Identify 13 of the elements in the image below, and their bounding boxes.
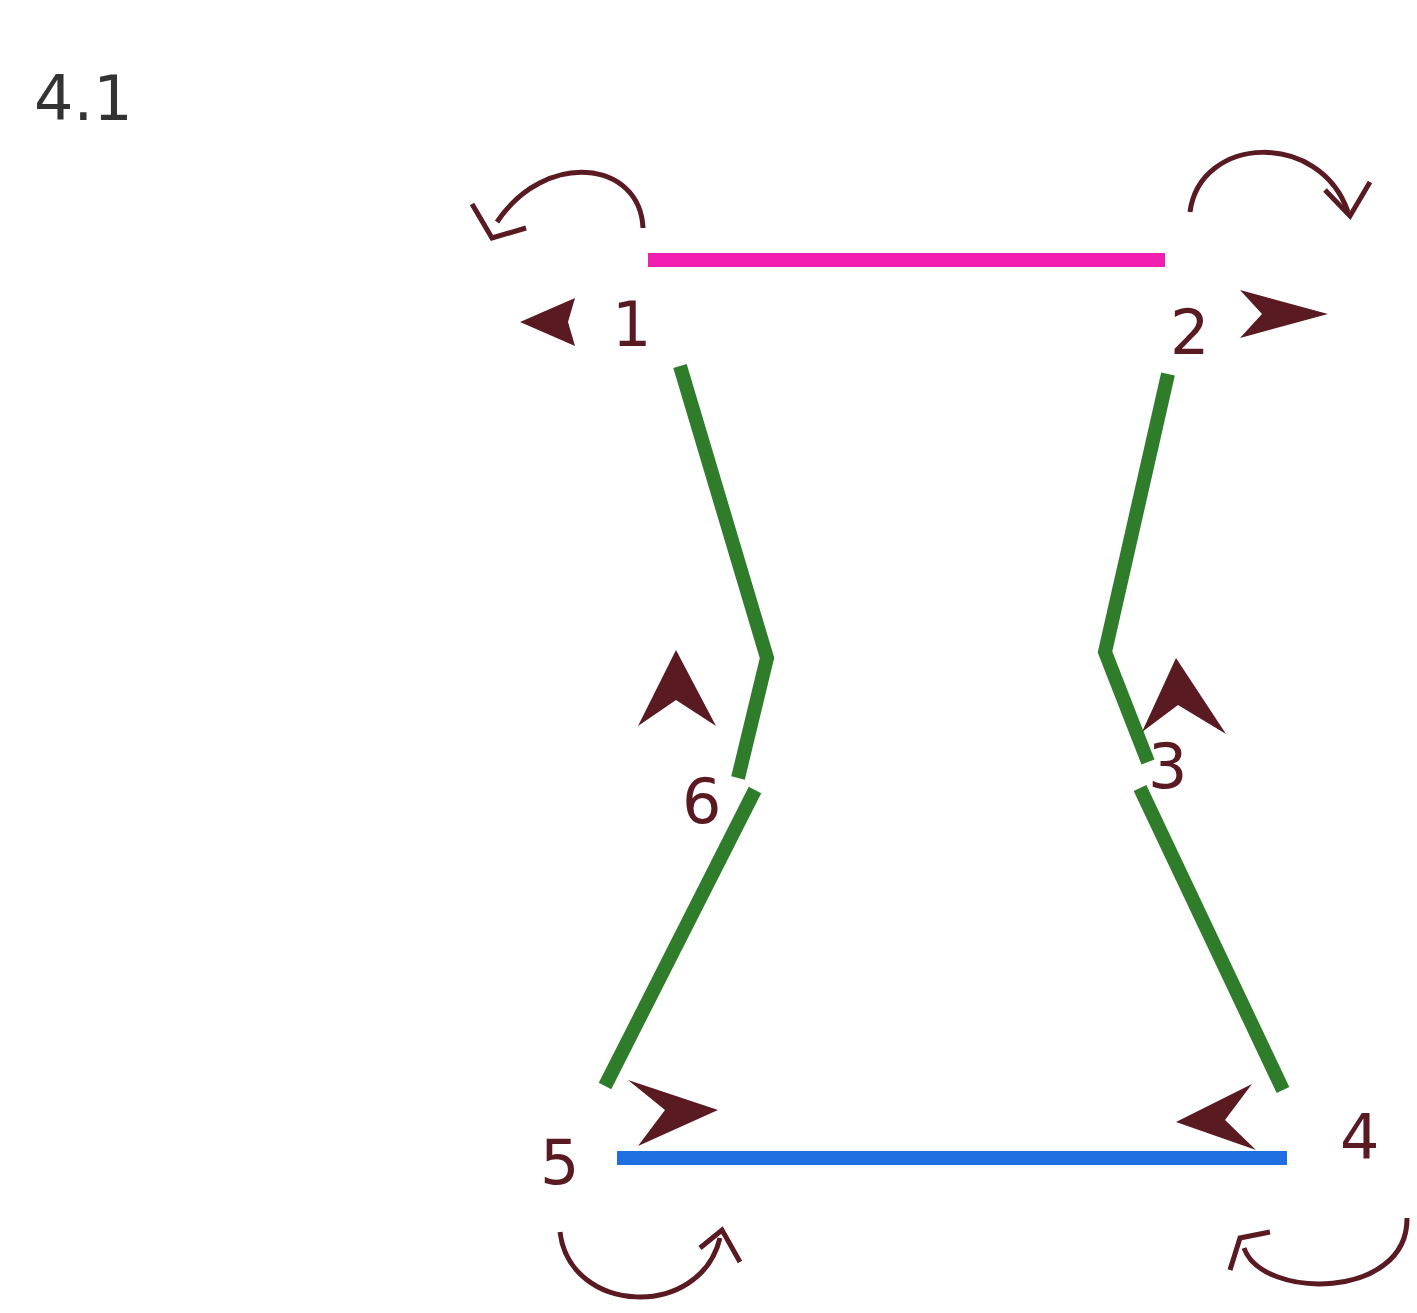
- connecting-line: [598, 786, 762, 1090]
- connecting-line: [1097, 372, 1175, 765]
- connecting-line: [673, 364, 775, 780]
- vertex-number: 4: [1283, 1090, 1390, 1165]
- vertex-number: 6: [676, 655, 771, 835]
- connecting-line: [648, 253, 1165, 267]
- connecting-line: [617, 1151, 1287, 1165]
- vertex-number: 5: [532, 1084, 622, 1194]
- figure-title: 4.1: [34, 68, 133, 130]
- vertex-number: 2: [1160, 258, 1220, 376]
- vertex-number: 1: [605, 258, 682, 368]
- connecting-line: [1133, 785, 1290, 1093]
- vertex-number: 3: [1100, 650, 1205, 790]
